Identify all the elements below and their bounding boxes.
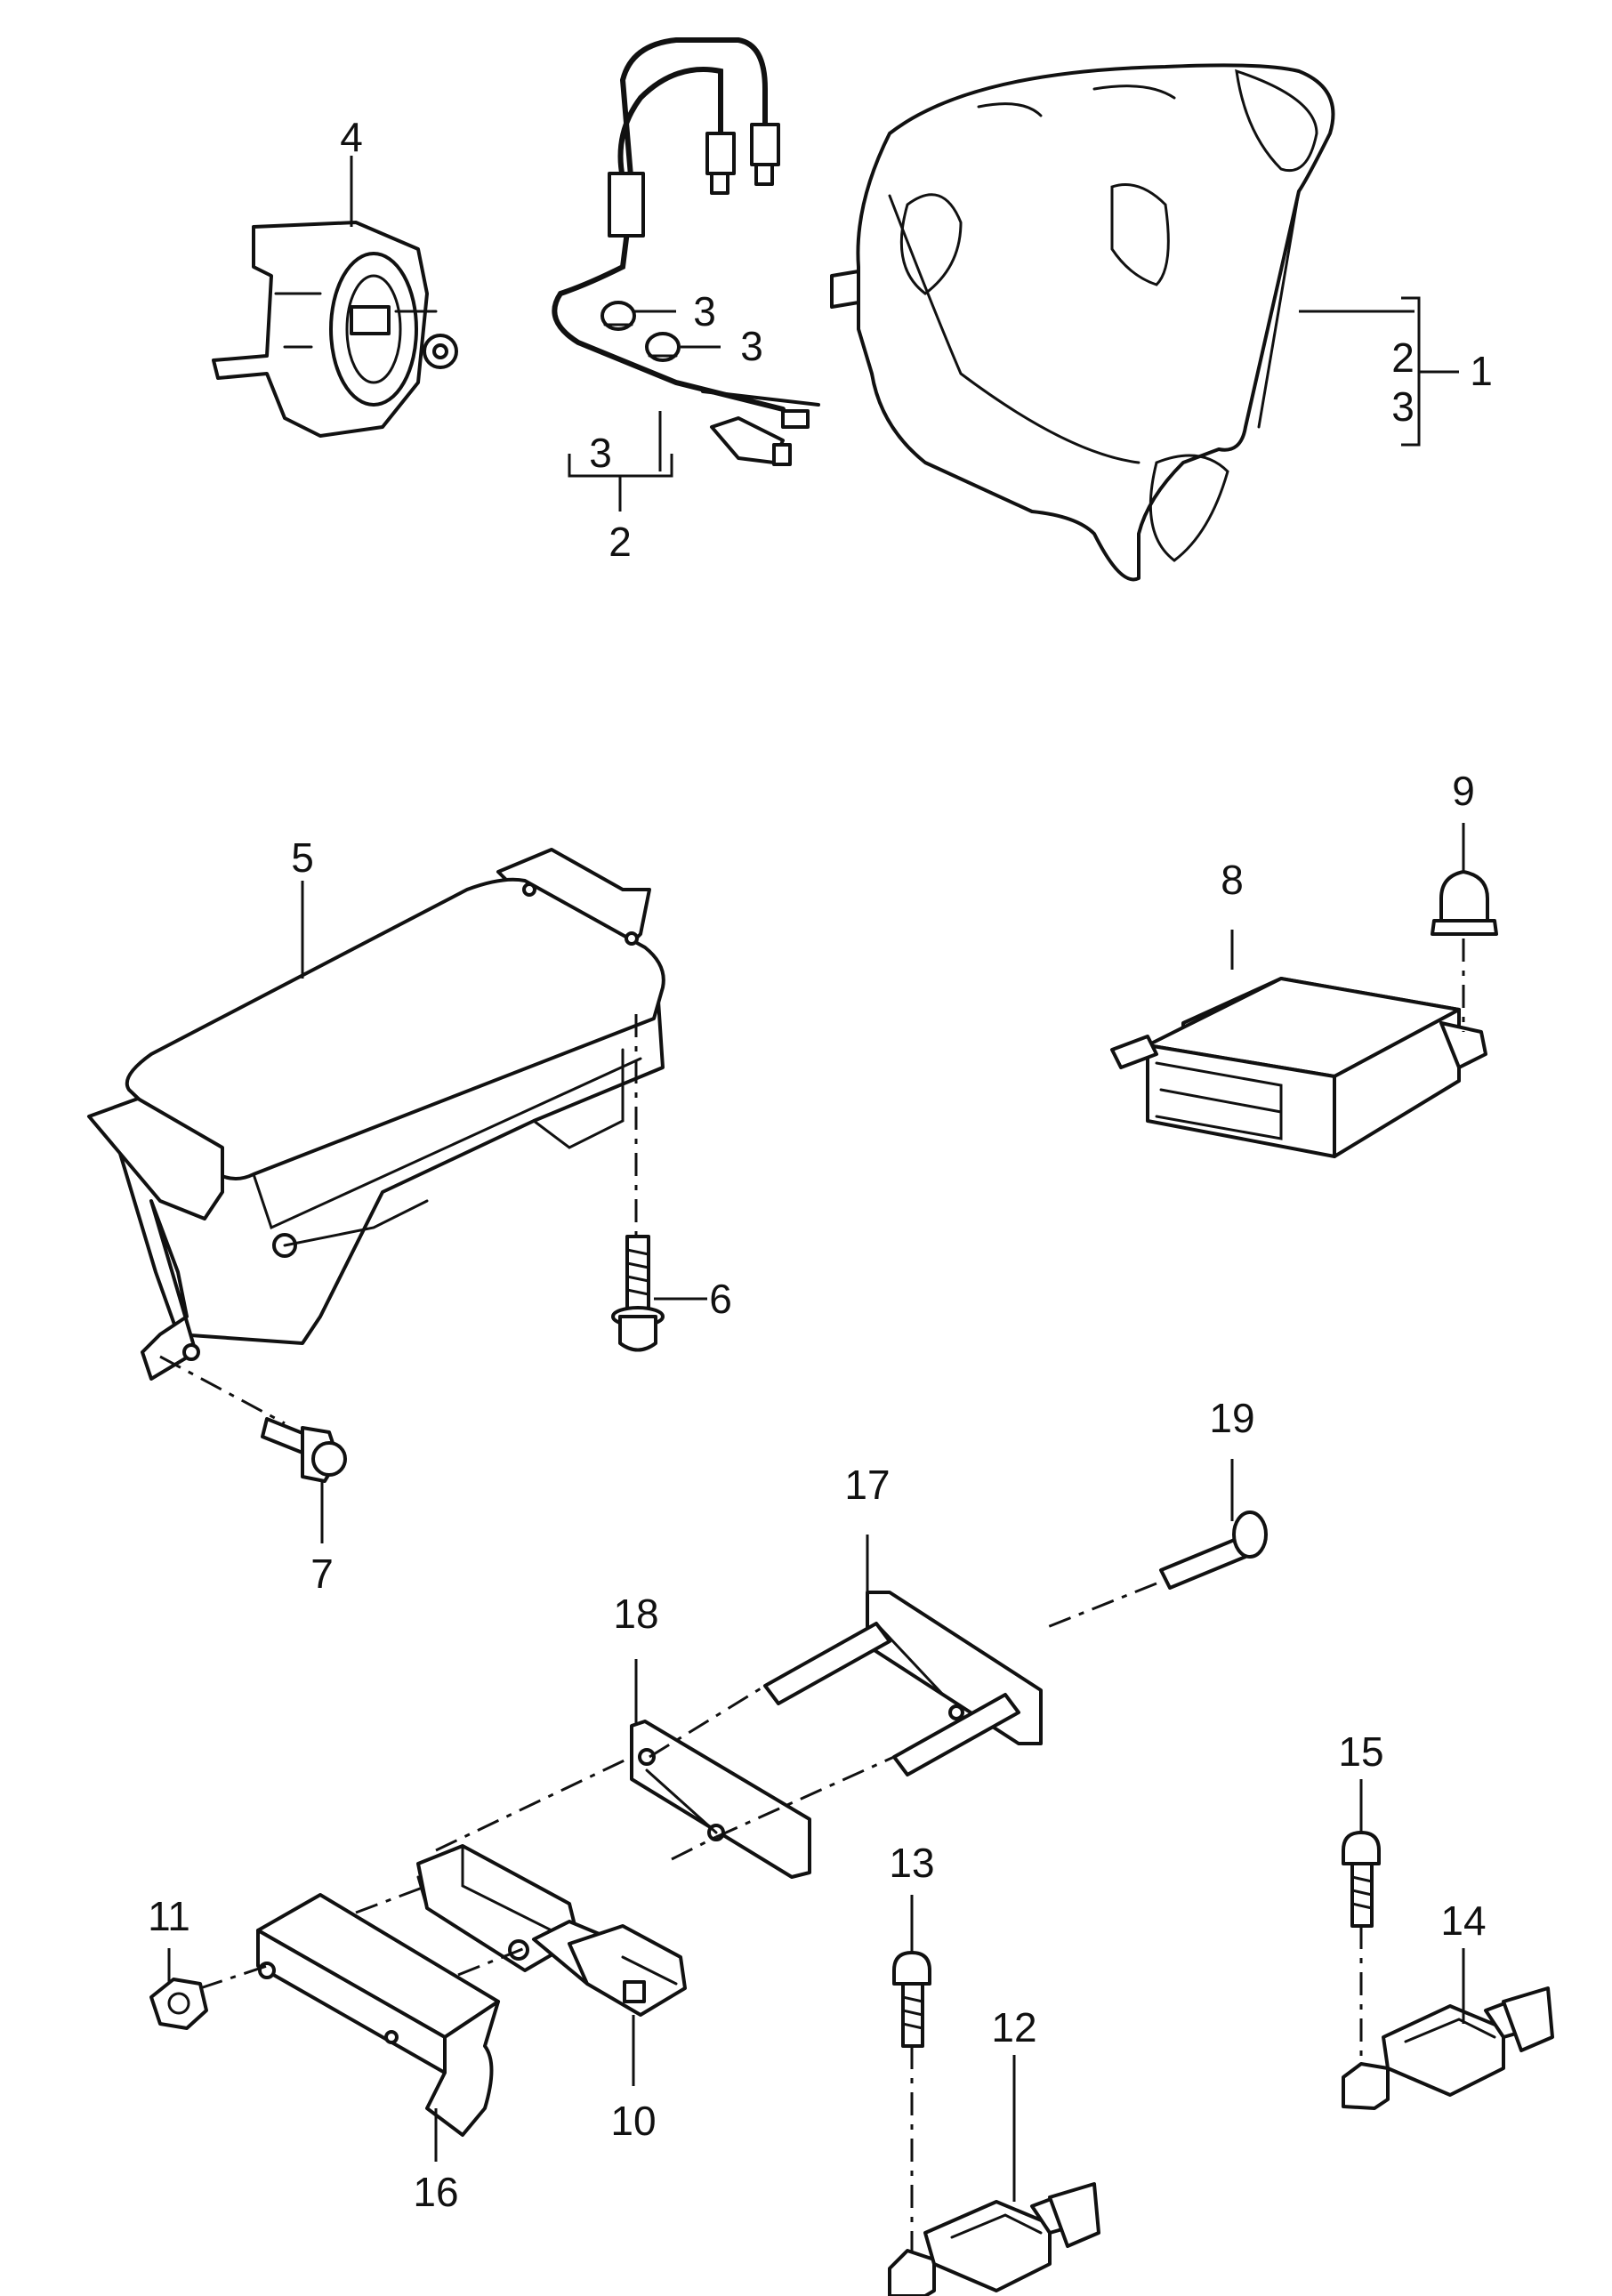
callout-15: 15 [1338,1728,1383,1775]
callout-17: 17 [844,1462,890,1508]
mounting-axis-5-7 [159,1355,286,1425]
callout-3-clip-upper: 3 [693,288,716,334]
callout-14: 14 [1440,1897,1486,1944]
plate-part-18 [630,1720,811,1879]
callout-3-module-group: 3 [1391,383,1415,430]
steering-airbag-part-1 [830,63,1335,582]
mounting-axis-18-17a [649,1684,766,1759]
leader-lines [167,156,1465,2202]
mounting-axis-18-17b [715,1755,895,1839]
callout-6: 6 [709,1276,732,1322]
bolt-part-7 [261,1417,347,1483]
bracket-part-17 [763,1591,1043,1776]
wiring-harness-part-2 [552,37,820,466]
passenger-airbag-part-5 [87,848,665,1381]
callout-9: 9 [1452,768,1475,814]
side-sensor-part-14 [1342,1986,1554,2110]
bolt-part-15 [1342,1831,1381,1928]
mounting-axis-17-19 [1044,1582,1157,1630]
mounting-axis-10-18 [435,1755,633,1852]
sensor-cover-part-16 [256,1893,500,2137]
mounting-axis-16-10 [355,1884,428,1914]
mounting-axis-11-16 [199,1964,268,1990]
callout-7: 7 [310,1551,334,1597]
callout-3-clip-lower: 3 [740,323,763,369]
cable-clip-part-3b [645,332,681,362]
nut-part-11 [149,1978,208,2030]
callout-11: 11 [148,1893,190,1939]
callout-19: 19 [1209,1395,1254,1441]
cable-clip-part-3a [600,301,636,331]
callout-12: 12 [991,2004,1036,2050]
callout-8: 8 [1221,857,1244,903]
side-sensor-part-12 [888,2182,1100,2296]
callout-5: 5 [291,834,314,881]
callout-13: 13 [889,1840,934,1886]
mounting-axis-18-lower [671,1835,717,1861]
clock-spring-part-4 [212,221,458,438]
callout-2-module-group: 2 [1391,334,1415,381]
callout-16: 16 [413,2169,458,2215]
crash-sensor-part-10 [416,1844,687,2017]
pin-part-19 [1159,1511,1268,1590]
nut-part-9 [1431,870,1498,936]
callout-18: 18 [613,1591,658,1637]
callout-3-harness-group: 3 [589,430,612,476]
callout-4: 4 [340,114,363,160]
callout-2-harness: 2 [609,519,632,565]
control-unit-part-8 [1110,977,1487,1158]
bolt-part-6 [611,1235,665,1352]
bolt-part-13 [892,1951,931,2048]
callout-1: 1 [1470,348,1493,394]
callout-10: 10 [610,2098,656,2144]
mounting-axis-16-10b [457,1946,526,1977]
